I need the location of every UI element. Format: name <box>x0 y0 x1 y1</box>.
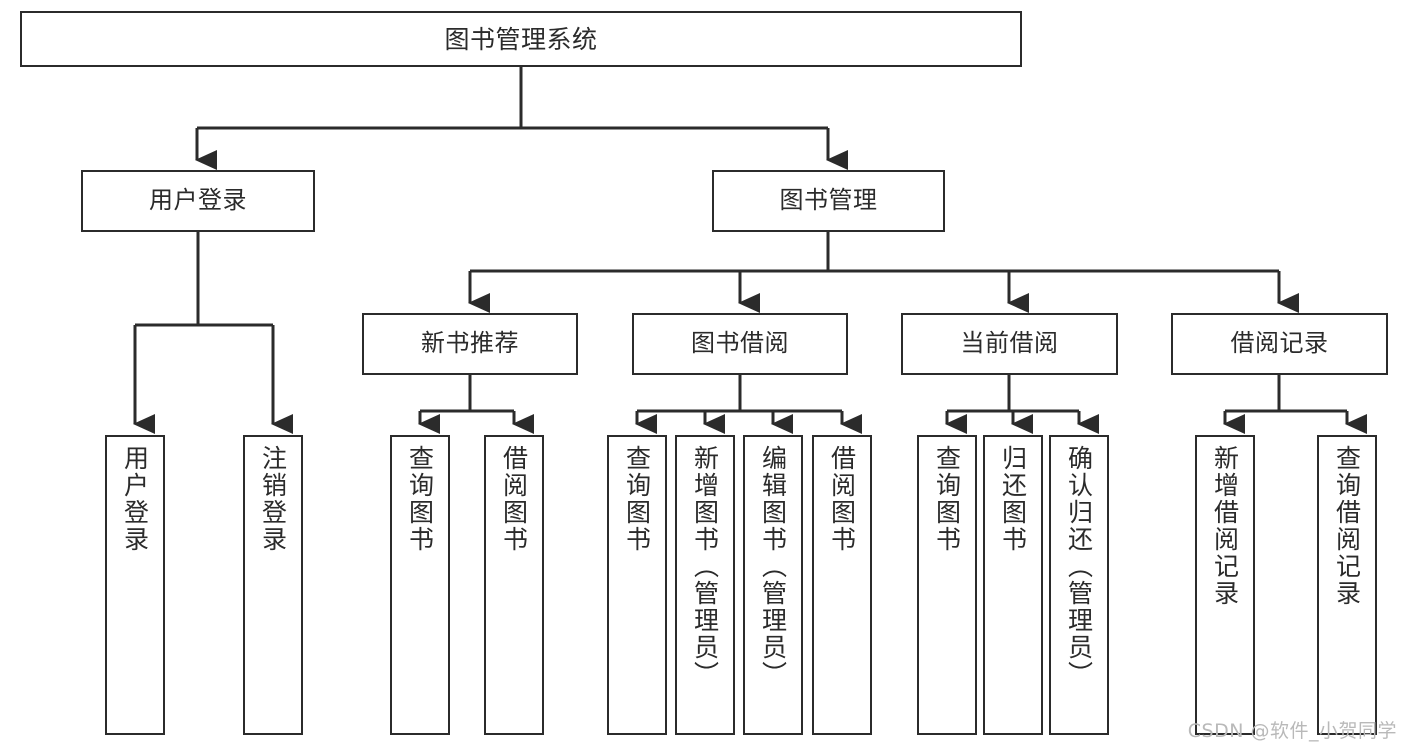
node-label: 用户登录 <box>120 445 150 553</box>
node-label: 编辑图书（管理员） <box>758 445 788 688</box>
leaf-query-book-current[interactable]: 查询图书 <box>917 435 977 735</box>
node-label: 借阅图书 <box>499 445 529 553</box>
leaf-return-book[interactable]: 归还图书 <box>983 435 1043 735</box>
node-label: 归还图书 <box>998 445 1028 553</box>
leaf-edit-book-admin[interactable]: 编辑图书（管理员） <box>743 435 803 735</box>
node-book-borrow[interactable]: 图书借阅 <box>632 313 848 375</box>
leaf-query-book-borrow[interactable]: 查询图书 <box>607 435 667 735</box>
leaf-query-book-recommend[interactable]: 查询图书 <box>390 435 450 735</box>
node-user-login[interactable]: 用户登录 <box>81 170 315 232</box>
node-label: 当前借阅 <box>960 329 1059 358</box>
node-label: 查询图书 <box>932 445 962 553</box>
node-label: 新增借阅记录 <box>1210 445 1240 607</box>
node-current-borrow[interactable]: 当前借阅 <box>901 313 1118 375</box>
watermark: CSDN @软件_小贺同学 <box>1187 720 1397 742</box>
node-new-book-recommend[interactable]: 新书推荐 <box>362 313 578 375</box>
node-label: 图书借阅 <box>691 329 789 358</box>
node-label: 查询图书 <box>622 445 652 553</box>
leaf-add-book-admin[interactable]: 新增图书（管理员） <box>675 435 735 735</box>
node-label: 查询借阅记录 <box>1332 445 1362 607</box>
leaf-add-borrow-record[interactable]: 新增借阅记录 <box>1195 435 1255 735</box>
node-label: 图书管理 <box>779 186 878 215</box>
node-label: 图书管理系统 <box>444 24 598 54</box>
leaf-user-login[interactable]: 用户登录 <box>105 435 165 735</box>
node-book-management-system[interactable]: 图书管理系统 <box>20 11 1022 67</box>
leaf-borrow-book[interactable]: 借阅图书 <box>812 435 872 735</box>
node-label: 借阅记录 <box>1230 329 1329 358</box>
node-label: 注销登录 <box>258 445 288 553</box>
node-label: 用户登录 <box>149 186 247 215</box>
node-label: 确认归还（管理员） <box>1064 445 1094 688</box>
leaf-user-logout[interactable]: 注销登录 <box>243 435 303 735</box>
leaf-confirm-return-admin[interactable]: 确认归还（管理员） <box>1049 435 1109 735</box>
node-label: 新增图书（管理员） <box>690 445 720 688</box>
node-borrow-record[interactable]: 借阅记录 <box>1171 313 1388 375</box>
node-label: 借阅图书 <box>827 445 857 553</box>
node-label: 查询图书 <box>405 445 435 553</box>
leaf-query-borrow-record[interactable]: 查询借阅记录 <box>1317 435 1377 735</box>
node-book-manage[interactable]: 图书管理 <box>712 170 945 232</box>
leaf-borrow-book-recommend[interactable]: 借阅图书 <box>484 435 544 735</box>
node-label: 新书推荐 <box>421 329 519 358</box>
